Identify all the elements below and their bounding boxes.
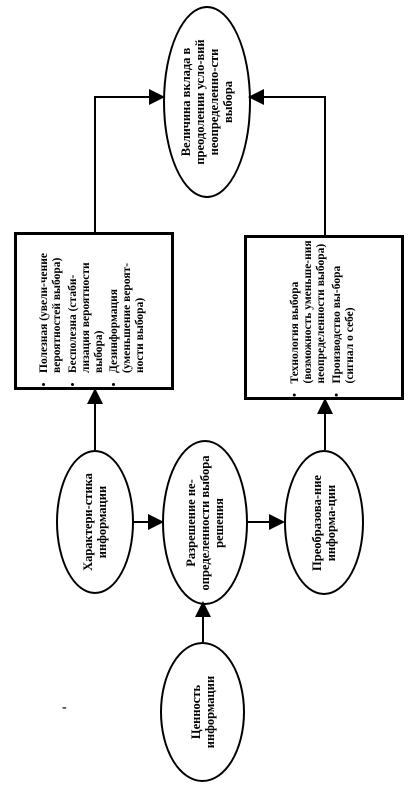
arrow-list-to-contribution <box>94 89 165 232</box>
node-contribution-label: Величина вклада в преодолении усло-вий н… <box>179 39 235 165</box>
list-item-useless: Бесполезна (стаби-лизация вероятности вы… <box>67 236 106 373</box>
arrow-technology-to-contribution <box>248 89 326 235</box>
box-technology-list: Технология выбора (возможность уменьше-н… <box>244 235 404 400</box>
list-item-production: Производство вы-бора (сигнал о себе) <box>330 239 356 383</box>
node-value-label: Ценность информации <box>188 675 217 749</box>
technology-list: Технология выбора (возможность уменьше-н… <box>289 239 359 396</box>
node-resolution: Разрешение не-определенности выбора реше… <box>162 440 248 605</box>
node-value: Ценность информации <box>160 642 245 782</box>
list-item-disinformation: Дезинформация (уменьшение вероят-ности в… <box>108 236 147 373</box>
characteristic-list: Полезная (увели-чение вероятностей выбор… <box>38 236 150 386</box>
node-transformation: Преобразова-ние информа-ции <box>284 450 364 595</box>
box-characteristic-list: Полезная (увели-чение вероятностей выбор… <box>14 232 174 390</box>
list-item-technology: Технология выбора (возможность уменьше-н… <box>289 239 328 383</box>
node-contribution: Величина вклада в преодолении усло-вий н… <box>163 6 251 198</box>
node-transformation-label: Преобразова-ние информа-ции <box>310 474 338 571</box>
list-item-useful: Полезная (увели-чение вероятностей выбор… <box>38 236 64 373</box>
stray-mark: - <box>62 700 67 715</box>
node-characteristic-label: Характери-стика информации <box>81 473 109 571</box>
node-characteristic: Характери-стика информации <box>56 450 134 594</box>
node-resolution-label: Разрешение не-определенности выбора реше… <box>184 455 226 590</box>
